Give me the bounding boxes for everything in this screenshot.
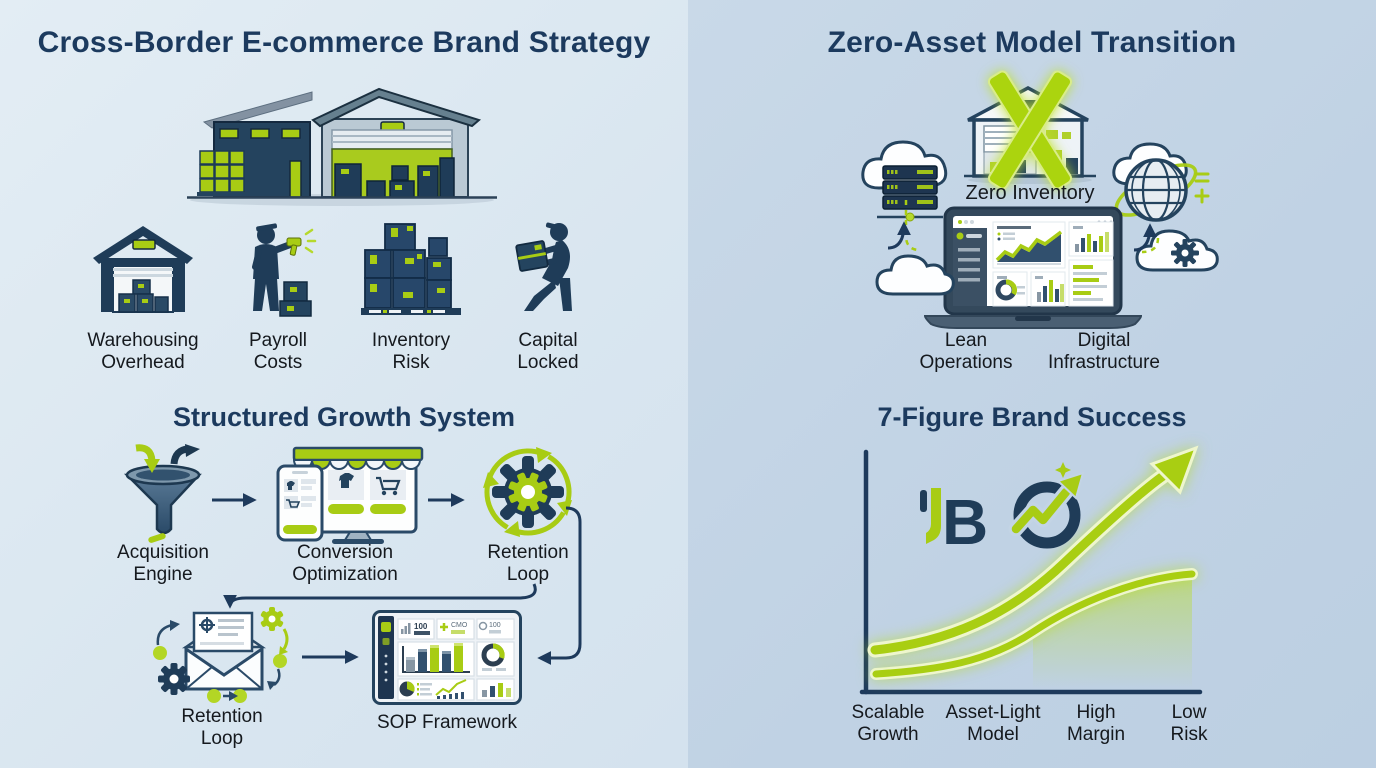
cloud-gear-icon [1135,229,1219,272]
sop-stat-value: 100 [414,622,428,631]
cloud-icon [875,254,955,296]
sop-stat-value: CMO [451,622,468,629]
infra-label: Digital Infrastructure [1048,330,1160,373]
cost-item: Inventory Risk [341,218,481,373]
global-network-icon [1112,142,1210,222]
right-title: Zero-Asset Model Transition [827,26,1237,59]
growth-section-title: Structured Growth System [172,402,516,432]
axis-label: High Margin [1066,702,1126,745]
crossed-warehouse-icon [964,70,1096,190]
right-panel: Zero-Asset Model Transition Zero Invento… [688,0,1376,768]
laptop-dashboard-icon [923,206,1143,329]
cloud-server-icon [861,140,948,222]
inventory-boxes-icon [361,223,461,315]
infra-label: Lean Operations [919,330,1013,373]
cost-item-label: Payroll Costs [248,330,308,373]
svg-text:B: B [942,486,988,558]
zero-inventory-label: Zero Inventory [965,182,1095,204]
lower-growth-curve [870,568,1198,680]
retention-loop-label: Retention Loop [181,706,263,749]
left-panel: Cross-Border E-commerce Brand Strategy [0,0,688,768]
warehouse-hero-icon [187,87,497,206]
sop-framework-label: SOP Framework [376,712,518,733]
success-section-title: 7-Figure Brand Success [877,402,1187,432]
axis-label: Asset-Light Model [945,702,1041,745]
cost-item: Payroll Costs [208,218,348,373]
email-automation-icon [153,607,289,703]
axis-label: Scalable Growth [851,702,925,745]
growth-step-label: Conversion Optimization [292,542,398,585]
sop-stat-value: 100 [489,622,501,629]
cost-item: Warehousing Overhead [73,218,213,373]
transition-connector-arrows [887,200,1160,254]
left-title: Cross-Border E-commerce Brand Strategy [37,26,651,59]
growth-circle-logo-icon [1008,462,1085,549]
storefront-icon [276,446,424,544]
growth-step-label: Acquisition Engine [117,542,209,585]
brand-logo-mark: B [920,486,988,558]
acquisition-funnel-icon [123,444,202,543]
person-carrying-box-icon [515,222,572,311]
upper-growth-arrow [867,445,1199,658]
sop-dashboard-icon: 100 CMO 100 [372,610,522,705]
growth-chart [859,445,1203,695]
cost-item-label: Warehousing Overhead [87,330,199,373]
worker-scanner-icon [252,223,317,317]
retention-gear-icon [483,447,572,537]
cost-item-label: Inventory Risk [371,330,451,373]
warehouse-small-icon [93,226,193,313]
flow-connector-arrows [212,493,582,665]
cost-item-label: Capital Locked [517,330,579,373]
axis-label: Low Risk [1170,702,1208,745]
growth-step-label: Retention Loop [487,542,569,585]
cost-item: Capital Locked [478,218,618,373]
